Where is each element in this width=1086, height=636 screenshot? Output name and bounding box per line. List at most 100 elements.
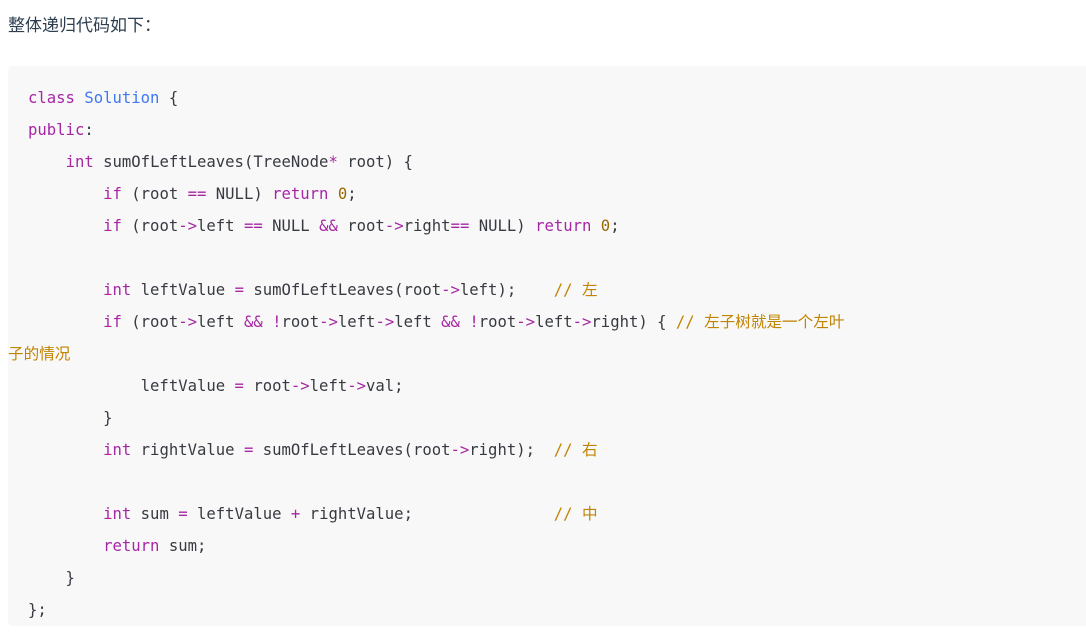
code-token: + [290, 505, 301, 523]
code-token: root [281, 313, 320, 331]
code-token: sumOfLeftLeaves(root [243, 281, 442, 299]
code-token [28, 505, 103, 523]
code-token: -> [178, 217, 198, 235]
code-token [28, 441, 103, 459]
code-token: }; [28, 601, 47, 619]
code-token: int [103, 505, 132, 523]
code-line: } [28, 562, 75, 594]
code-token: // 右 [553, 441, 598, 459]
code-token: (root [121, 185, 188, 203]
code-token: return [103, 537, 160, 555]
code-line: 子的情况 [8, 338, 70, 370]
code-token [28, 185, 103, 203]
code-token: -> [516, 313, 536, 331]
code-token: -> [441, 281, 460, 299]
code-block: class Solution {public: int sumOfLeftLea… [8, 66, 1086, 626]
code-token: 0 [337, 185, 348, 203]
code-token [28, 313, 103, 331]
code-token: left [535, 313, 573, 331]
code-line: class Solution { [28, 82, 178, 114]
code-token: sumOfLeftLeaves(root [253, 441, 451, 459]
code-token: == [450, 217, 470, 235]
code-token: int [103, 281, 132, 299]
code-token [460, 313, 469, 331]
code-token: if [103, 313, 122, 331]
code-token: NULL [262, 217, 320, 235]
code-token: return [272, 185, 329, 203]
code-token: if [103, 185, 122, 203]
code-token: rightValue; [300, 505, 554, 523]
code-token [263, 313, 272, 331]
code-token: && [441, 313, 460, 331]
code-token: int [103, 441, 132, 459]
code-token: public [28, 121, 85, 139]
code-line: }; [28, 594, 47, 626]
code-token: (root [121, 313, 179, 331]
code-token: val; [366, 377, 404, 395]
code-token: * [328, 153, 338, 171]
code-token: root) { [337, 153, 413, 171]
code-token: return [535, 217, 592, 235]
code-token: 0 [600, 217, 611, 235]
code-token: = [178, 505, 188, 523]
code-line: return sum; [28, 530, 206, 562]
code-line: } [28, 402, 113, 434]
code-token: if [103, 217, 122, 235]
intro-text: 整体递归代码如下： [8, 16, 161, 36]
code-token: right); [469, 441, 554, 459]
code-token: ! [272, 313, 282, 331]
code-token: == [243, 217, 263, 235]
code-token: NULL) [206, 185, 273, 203]
code-token: root [337, 217, 385, 235]
code-token: && [243, 313, 263, 331]
code-token: -> [347, 377, 367, 395]
code-token: -> [450, 441, 470, 459]
code-line: public: [28, 114, 94, 146]
code-token: } [28, 409, 113, 427]
code-token [328, 185, 337, 203]
code-token: right [403, 217, 451, 235]
code-token: sumOfLeftLeaves(TreeNode [93, 153, 329, 171]
code-line: leftValue = root->left->val; [28, 370, 404, 402]
code-line: if (root->left && !root->left->left && !… [28, 306, 844, 338]
code-token: -> [572, 313, 592, 331]
code-token: root [243, 377, 291, 395]
code-token: leftValue [28, 377, 235, 395]
code-token: : [84, 121, 94, 139]
code-token: left [394, 313, 442, 331]
code-token: leftValue [187, 505, 291, 523]
code-token: ! [469, 313, 479, 331]
code-line: int rightValue = sumOfLeftLeaves(root->r… [28, 434, 598, 466]
code-token: -> [375, 313, 395, 331]
code-line: int leftValue = sumOfLeftLeaves(root->le… [28, 274, 597, 306]
code-token [28, 281, 103, 299]
code-token: = [234, 281, 244, 299]
code-token: -> [290, 377, 310, 395]
code-token: left [197, 217, 244, 235]
code-line: int sumOfLeftLeaves(TreeNode* root) { [28, 146, 413, 178]
code-token: left [197, 313, 244, 331]
code-token [591, 217, 600, 235]
code-token: // 左子树就是一个左叶 [675, 313, 845, 331]
code-token: = [243, 441, 254, 459]
code-token [28, 217, 103, 235]
code-token: right) { [591, 313, 676, 331]
code-token: NULL) [469, 217, 536, 235]
code-token: -> [319, 313, 338, 331]
code-token: // 中 [553, 505, 598, 523]
code-token: = [234, 377, 244, 395]
code-token: ; [347, 185, 357, 203]
code-line: if (root == NULL) return 0; [28, 178, 357, 210]
code-token: left [337, 313, 376, 331]
code-token: left); [459, 281, 554, 299]
code-token: -> [178, 313, 198, 331]
code-token: rightValue [131, 441, 244, 459]
code-token: } [28, 569, 75, 587]
code-token: Solution [84, 89, 160, 107]
code-line: int sum = leftValue + rightValue; // 中 [28, 498, 598, 530]
code-token: ; [610, 217, 620, 235]
code-token: -> [384, 217, 404, 235]
code-token: && [319, 217, 338, 235]
code-token: sum; [159, 537, 207, 555]
code-token: { [159, 89, 179, 107]
